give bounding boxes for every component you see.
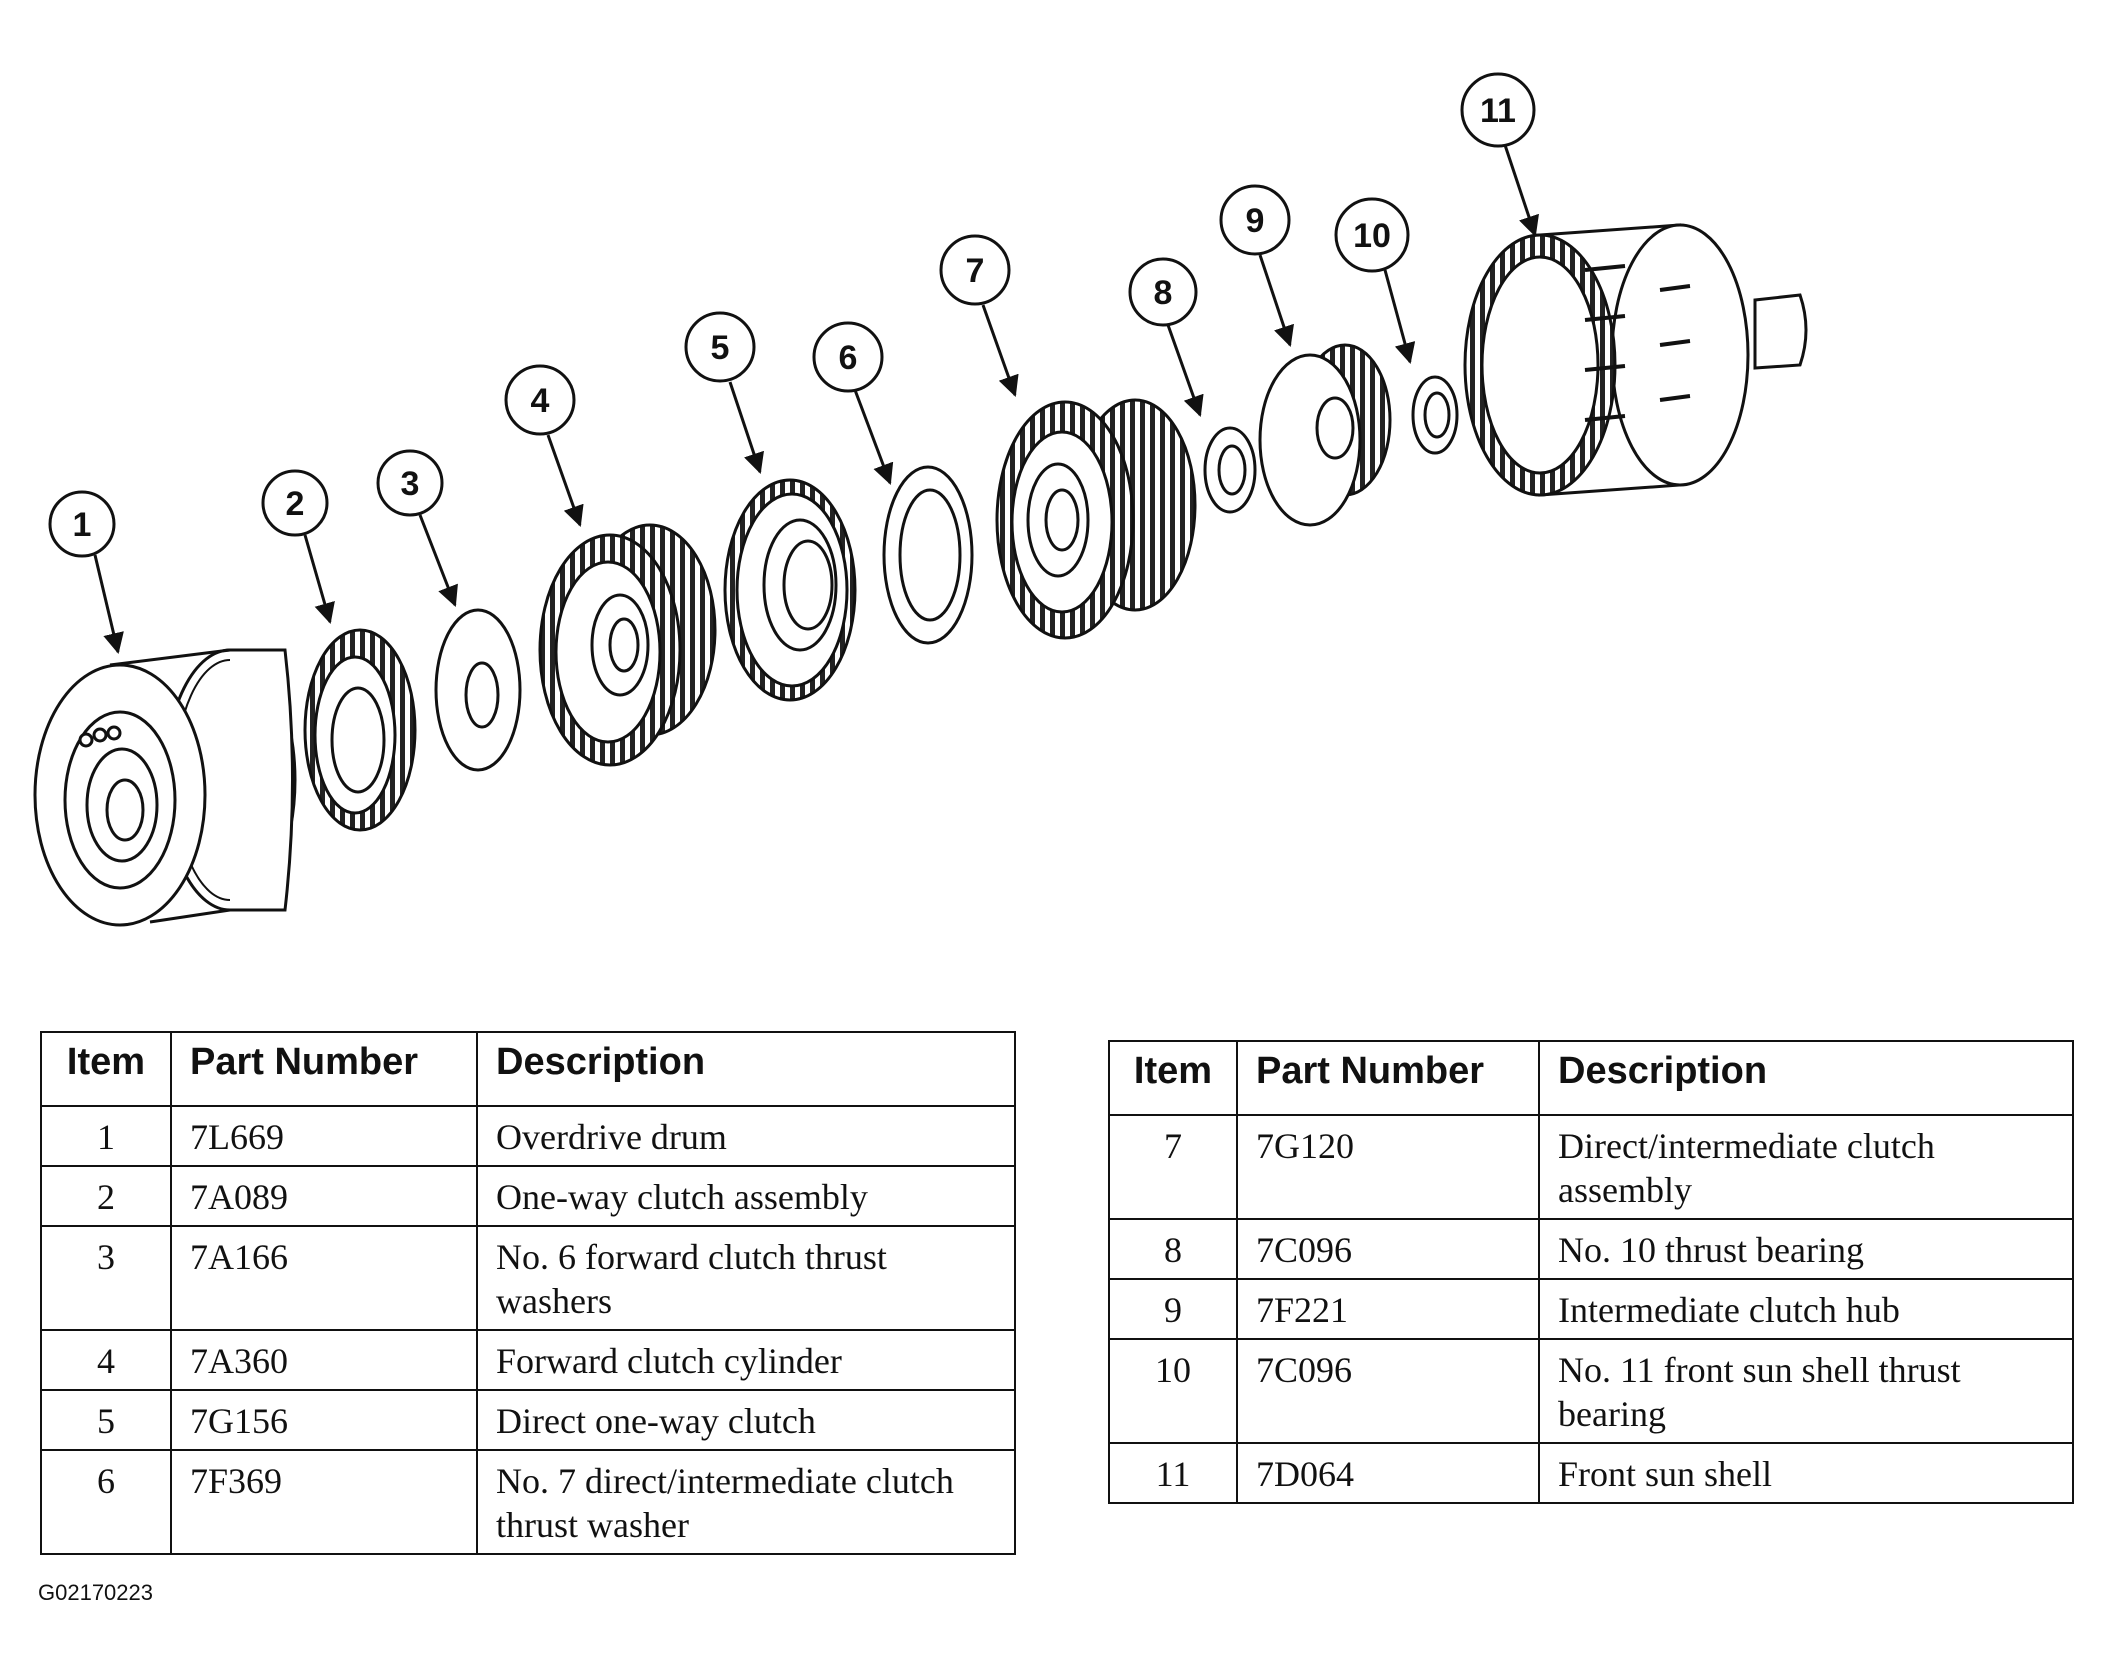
item-cell: 9 — [1108, 1278, 1238, 1340]
description-cell: Intermediate clutch hub — [1538, 1278, 2074, 1340]
part-number-cell: 7F369 — [170, 1449, 478, 1555]
item-cell: 4 — [40, 1329, 172, 1391]
svg-text:8: 8 — [1154, 274, 1173, 312]
description-cell: No. 10 thrust bearing — [1538, 1218, 2074, 1280]
callout-6: 6 — [812, 321, 894, 485]
part-thrust-washer-6 — [882, 465, 974, 645]
callout-8: 8 — [1128, 257, 1204, 417]
callout-3: 3 — [376, 449, 458, 607]
description-cell: No. 7 direct/intermediate clutch thrust … — [476, 1449, 1016, 1555]
part-number-cell: 7G156 — [170, 1389, 478, 1451]
callout-2: 2 — [261, 469, 335, 625]
callout-9: 9 — [1219, 184, 1294, 347]
column-header-part-number: Part Number — [170, 1031, 478, 1107]
description-cell: Direct one-way clutch — [476, 1389, 1016, 1451]
part-direct-intermediate-clutch — [995, 398, 1197, 640]
description-cell: Forward clutch cylinder — [476, 1329, 1016, 1391]
part-number-cell: 7A360 — [170, 1329, 478, 1391]
part-front-sun-shell — [1463, 223, 1808, 497]
exploded-parts-diagram: 1 2 3 4 5 6 7 — [33, 72, 1808, 927]
svg-text:5: 5 — [711, 329, 730, 367]
description-cell: Overdrive drum — [476, 1105, 1016, 1167]
part-direct-one-way-clutch — [723, 478, 857, 702]
item-cell: 8 — [1108, 1218, 1238, 1280]
description-cell: No. 11 front sun shell thrust bearing — [1538, 1338, 2074, 1444]
svg-text:6: 6 — [839, 339, 858, 377]
part-number-cell: 7A089 — [170, 1165, 478, 1227]
svg-text:9: 9 — [1246, 202, 1265, 240]
figure-id: G02170223 — [38, 1580, 153, 1605]
item-cell: 2 — [40, 1165, 172, 1227]
part-number-cell: 7D064 — [1236, 1442, 1540, 1504]
description-cell: Front sun shell — [1538, 1442, 2074, 1504]
part-number-cell: 7A166 — [170, 1225, 478, 1331]
part-number-cell: 7C096 — [1236, 1218, 1540, 1280]
column-header-description: Description — [476, 1031, 1016, 1107]
callout-11: 11 — [1460, 72, 1539, 237]
part-forward-clutch-cylinder — [538, 523, 717, 767]
part-intermediate-clutch-hub — [1258, 343, 1392, 527]
part-thrust-bearing-8 — [1203, 426, 1257, 514]
svg-text:2: 2 — [286, 485, 305, 523]
part-number-cell: 7L669 — [170, 1105, 478, 1167]
part-number-cell: 7C096 — [1236, 1338, 1540, 1444]
column-header-item: Item — [40, 1031, 172, 1107]
item-cell: 3 — [40, 1225, 172, 1331]
item-cell: 1 — [40, 1105, 172, 1167]
column-header-description: Description — [1538, 1040, 2074, 1116]
description-cell: Direct/intermediate clutch assembly — [1538, 1114, 2074, 1220]
callout-1: 1 — [48, 490, 124, 655]
description-cell: One-way clutch assembly — [476, 1165, 1016, 1227]
item-cell: 11 — [1108, 1442, 1238, 1504]
part-thrust-washer-3 — [434, 608, 522, 772]
part-one-way-clutch — [303, 628, 417, 832]
item-cell: 5 — [40, 1389, 172, 1451]
part-overdrive-drum — [33, 648, 297, 927]
callout-4: 4 — [504, 364, 584, 527]
part-thrust-bearing-10 — [1411, 375, 1459, 455]
svg-text:11: 11 — [1480, 92, 1516, 130]
callout-7: 7 — [939, 234, 1019, 397]
part-number-cell: 7G120 — [1236, 1114, 1540, 1220]
svg-text:7: 7 — [966, 252, 985, 290]
svg-text:10: 10 — [1353, 217, 1391, 255]
item-cell: 7 — [1108, 1114, 1238, 1220]
column-header-item: Item — [1108, 1040, 1238, 1116]
part-number-cell: 7F221 — [1236, 1278, 1540, 1340]
callout-10: 10 — [1334, 197, 1416, 365]
column-header-part-number: Part Number — [1236, 1040, 1540, 1116]
callout-5: 5 — [684, 311, 764, 474]
item-cell: 6 — [40, 1449, 172, 1555]
svg-text:1: 1 — [73, 506, 92, 544]
table-header-row: Item Part Number Description — [40, 1031, 1016, 1107]
table-header-row: Item Part Number Description — [1108, 1040, 2074, 1116]
svg-text:4: 4 — [531, 382, 550, 420]
description-cell: No. 6 forward clutch thrust washers — [476, 1225, 1016, 1331]
item-cell: 10 — [1108, 1338, 1238, 1444]
svg-text:3: 3 — [401, 465, 420, 503]
